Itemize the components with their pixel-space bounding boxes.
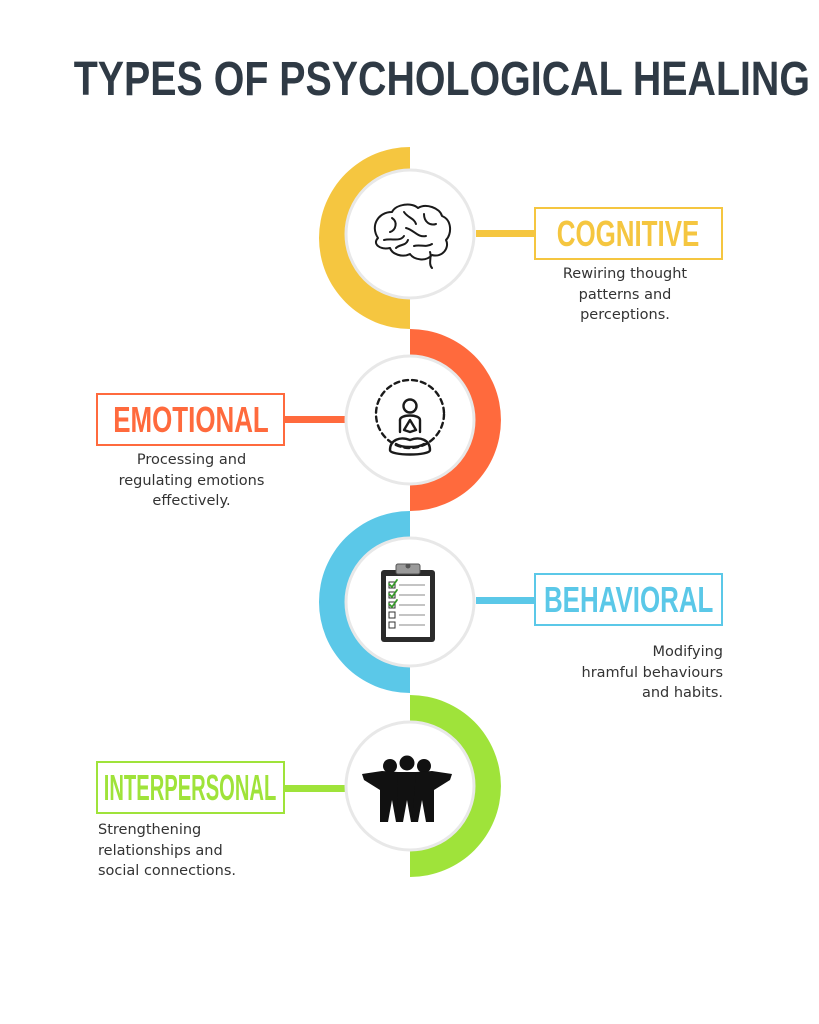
group-people-icon — [362, 755, 452, 822]
interpersonal-connector — [285, 785, 345, 792]
emotional-description: Processing and regulating emotions effec… — [118, 452, 265, 509]
emotional-ring — [410, 329, 501, 511]
behavioral-label: BEHAVIORAL — [543, 578, 714, 620]
emotional-label: EMOTIONAL — [112, 398, 269, 440]
cognitive-label-box: COGNITIVE — [534, 207, 723, 260]
emotional-label-box: EMOTIONAL — [96, 393, 285, 446]
meditation-icon — [374, 378, 446, 456]
interpersonal-label-box: INTERPERSONAL — [96, 761, 285, 814]
page-title: TYPES OF PSYCHOLOGICAL HEALING — [73, 53, 810, 106]
cognitive-description: Rewiring thought patterns and perception… — [562, 266, 688, 323]
behavioral-ring — [319, 511, 410, 693]
behavioral-label-box: BEHAVIORAL — [534, 573, 723, 626]
interpersonal-ring — [410, 695, 501, 877]
clipboard-checklist-icon — [381, 563, 435, 642]
interpersonal-description: Strengthening relationships and social c… — [98, 822, 237, 879]
emotional-connector — [285, 416, 345, 423]
cognitive-connector — [476, 230, 534, 237]
cognitive-ring — [319, 147, 410, 329]
cognitive-label: COGNITIVE — [557, 212, 700, 254]
interpersonal-label: INTERPERSONAL — [104, 766, 277, 808]
behavioral-description: Modifying hramful behaviours and habits. — [581, 644, 723, 701]
brain-icon — [373, 203, 452, 269]
behavioral-connector — [476, 597, 534, 604]
